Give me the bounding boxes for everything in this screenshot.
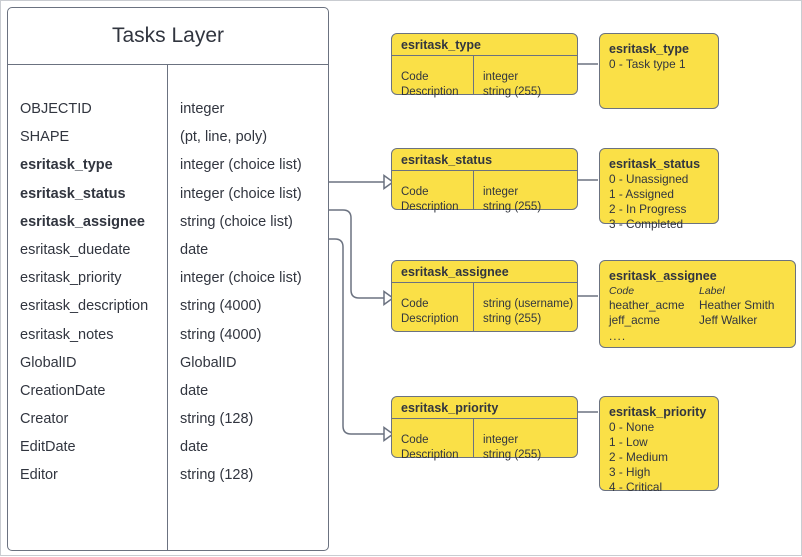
field-name: OBJECTID [20, 101, 92, 117]
table-cell: integer [483, 186, 519, 198]
table-cell: integer [483, 434, 519, 446]
table-columns: Code Description integer string (255) [392, 56, 577, 98]
table-col-types: integer string (255) [474, 56, 577, 98]
table-title: esritask_assignee [392, 261, 577, 283]
field-name: Creator [20, 411, 69, 428]
field-type: integer (choice list) [180, 157, 302, 174]
field-name: CreationDate [20, 382, 106, 399]
table-esritask-assignee: esritask_assignee Code Description strin… [391, 260, 578, 332]
table-col-types: integer string (255) [474, 419, 577, 461]
domain-title: esritask_type [609, 42, 689, 56]
cell-label: Heather Smith [699, 298, 775, 312]
table-cell: Code [401, 298, 429, 310]
domain-value: 3 - High [609, 465, 651, 479]
field-type: integer (choice list) [180, 270, 302, 287]
table-title: esritask_type [392, 34, 577, 56]
table-col-types: string (username) string (255) [474, 283, 577, 331]
domain-value: 0 - Unassigned [609, 172, 689, 186]
table-cell: string (255) [483, 86, 542, 98]
domain-value: 4 - Critical [609, 480, 663, 494]
entity-field-types: integer (pt, line, poly) integer (choice… [168, 65, 328, 550]
domain-value: 3 - Completed [609, 217, 684, 231]
column-header-code: Code [609, 285, 635, 297]
domain-value: 1 - Assigned [609, 187, 674, 201]
field-type: GlobalID [180, 354, 237, 371]
cell-code: heather_acme [609, 298, 685, 312]
table-esritask-status: esritask_status Code Description integer… [391, 148, 578, 213]
table-col-names: Code Description [392, 56, 474, 98]
entity-title: Tasks Layer [8, 8, 328, 65]
table-columns: Code Description integer string (255) [392, 419, 577, 461]
table-col-types: integer string (255) [474, 171, 577, 213]
entity-tasks-layer: Tasks Layer OBJECTID SHAPE esritask_type… [7, 7, 329, 551]
domain-more-indicator: .... [609, 329, 627, 343]
table-col-names: Code Description [392, 419, 474, 461]
table-cell: Code [401, 434, 429, 446]
domain-esritask-assignee: esritask_assignee Code Label heather_acm… [599, 260, 796, 348]
table-cell: Description [401, 449, 459, 461]
field-name: esritask_notes [20, 326, 114, 343]
domain-table-row: jeff_acme Jeff Walker [609, 313, 786, 328]
domain-value: 0 - Task type 1 [609, 57, 686, 71]
table-cell: string (255) [483, 201, 542, 213]
domain-title: esritask_assignee [609, 269, 717, 283]
table-cell: string (255) [483, 449, 542, 461]
field-name: esritask_priority [20, 270, 122, 287]
domain-value: 1 - Low [609, 435, 648, 449]
table-cell: Code [401, 186, 429, 198]
field-name: esritask_duedate [20, 241, 131, 258]
domain-esritask-type: esritask_type 0 - Task type 1 [599, 33, 719, 109]
field-name: EditDate [20, 439, 76, 456]
field-type: (pt, line, poly) [180, 129, 268, 146]
field-type: date [180, 439, 209, 456]
entity-field-names: OBJECTID SHAPE esritask_type esritask_st… [8, 65, 168, 550]
table-cell: Code [401, 71, 429, 83]
entity-body: OBJECTID SHAPE esritask_type esritask_st… [8, 65, 328, 550]
table-cell: Description [401, 313, 459, 325]
table-title: esritask_status [392, 149, 577, 171]
field-type: date [180, 241, 209, 258]
cell-label: Jeff Walker [699, 313, 758, 327]
field-name: esritask_type [20, 157, 113, 174]
field-name: GlobalID [20, 354, 77, 371]
field-type: string (128) [180, 467, 254, 484]
table-cell: string (255) [483, 313, 542, 325]
domain-table-header: Code Label [609, 284, 786, 298]
field-name: esritask_description [20, 298, 149, 315]
domain-title: esritask_priority [609, 405, 707, 419]
field-type: date [180, 382, 209, 399]
field-type: integer (choice list) [180, 185, 302, 202]
field-type: integer [180, 101, 225, 117]
column-header-label: Label [699, 285, 725, 297]
field-name: SHAPE [20, 129, 70, 146]
table-columns: Code Description integer string (255) [392, 171, 577, 213]
domain-esritask-status: esritask_status 0 - Unassigned 1 - Assig… [599, 148, 719, 231]
domain-title: esritask_status [609, 157, 701, 171]
field-type: string (choice list) [180, 213, 293, 230]
field-type: string (128) [180, 411, 254, 428]
table-columns: Code Description string (username) strin… [392, 283, 577, 331]
domain-table-row: heather_acme Heather Smith [609, 298, 786, 313]
field-type: string (4000) [180, 298, 262, 315]
table-cell: string (username) [483, 298, 574, 310]
field-type: string (4000) [180, 326, 262, 343]
domain-value-table: Code Label heather_acme Heather Smith je… [609, 284, 786, 344]
table-esritask-type: esritask_type Code Description integer s… [391, 33, 578, 98]
table-title: esritask_priority [392, 397, 577, 419]
domain-value: 2 - In Progress [609, 202, 687, 216]
table-cell: Description [401, 86, 459, 98]
cell-code: jeff_acme [609, 313, 660, 327]
table-cell: integer [483, 71, 519, 83]
domain-esritask-priority: esritask_priority 0 - None 1 - Low 2 - M… [599, 396, 719, 494]
field-name: esritask_assignee [20, 213, 145, 230]
table-esritask-priority: esritask_priority Code Description integ… [391, 396, 578, 461]
table-cell: Description [401, 201, 459, 213]
table-col-names: Code Description [392, 283, 474, 331]
table-col-names: Code Description [392, 171, 474, 213]
field-name: esritask_status [20, 185, 126, 202]
domain-value: 0 - None [609, 420, 655, 434]
domain-value: 2 - Medium [609, 450, 669, 464]
field-name: Editor [20, 467, 58, 484]
